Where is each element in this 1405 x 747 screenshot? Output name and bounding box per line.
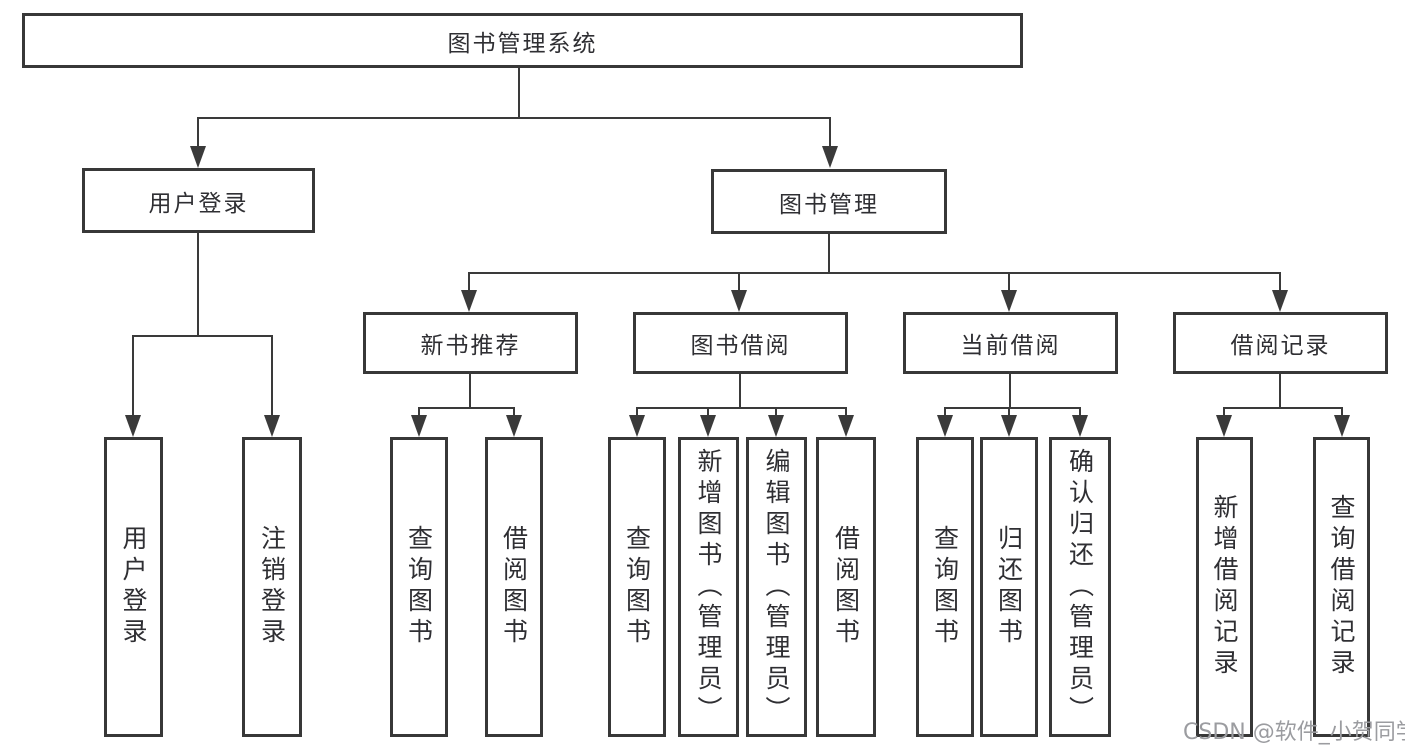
connector-root-splitter	[197, 117, 831, 119]
connector-userlogin-splitter	[132, 335, 273, 337]
arrow-down-icon	[629, 415, 645, 437]
connector-root-stem	[518, 68, 520, 118]
connector-leaf-drop	[636, 407, 638, 417]
leaf-user-login: 用户登录	[104, 437, 163, 737]
arrow-down-icon	[1216, 415, 1232, 437]
node-user-login: 用户登录	[82, 168, 315, 233]
connector-root-drop-right	[829, 117, 831, 147]
arrow-down-icon	[1072, 415, 1088, 437]
leaf-borrow-books-recommend-label: 借阅图书	[499, 525, 529, 649]
connector-current-splitter	[944, 407, 1081, 409]
connector-leaf-drop	[418, 407, 420, 417]
leaf-borrow-books-recommend: 借阅图书	[485, 437, 543, 737]
leaf-logout: 注销登录	[242, 437, 302, 737]
connector-recommend-splitter	[418, 407, 515, 409]
connector-userlogin-drop-2	[271, 335, 273, 416]
leaf-query-borrow-record-label: 查询借阅记录	[1327, 494, 1356, 680]
arrow-down-icon	[1272, 290, 1288, 312]
leaf-edit-book-admin: 编辑图书（管理员）	[746, 437, 807, 737]
leaf-add-borrow-record: 新增借阅记录	[1196, 437, 1253, 737]
connector-borrow-stem	[739, 374, 741, 408]
connector-bookmgmt-drop-4	[1279, 272, 1281, 291]
node-root: 图书管理系统	[22, 13, 1023, 68]
leaf-user-login-label: 用户登录	[119, 525, 148, 649]
connector-bookmgmt-drop-2	[738, 272, 740, 291]
arrow-down-icon	[731, 290, 747, 312]
leaf-query-borrow-record: 查询借阅记录	[1313, 437, 1370, 737]
node-borrow-records-label: 借阅记录	[1230, 333, 1331, 359]
leaf-add-borrow-record-label: 新增借阅记录	[1210, 494, 1239, 680]
connector-leaf-drop	[707, 407, 709, 417]
leaf-query-books-current: 查询图书	[916, 437, 974, 737]
arrow-down-icon	[1334, 415, 1350, 437]
leaf-query-books-borrow-label: 查询图书	[622, 525, 652, 649]
connector-bookmgmt-drop-3	[1008, 272, 1010, 291]
connector-current-stem	[1009, 374, 1011, 408]
arrow-down-icon	[700, 415, 716, 437]
leaf-confirm-return-admin-label: 确认归还（管理员）	[1065, 447, 1095, 727]
connector-root-drop-left	[197, 117, 199, 147]
connector-bookmgmt-splitter	[468, 272, 1281, 274]
connector-recommend-stem	[469, 374, 471, 408]
leaf-logout-label: 注销登录	[257, 525, 287, 649]
connector-userlogin-drop-1	[132, 335, 134, 416]
arrow-down-icon	[838, 415, 854, 437]
leaf-query-books-borrow: 查询图书	[608, 437, 666, 737]
node-current-borrow-label: 当前借阅	[960, 333, 1061, 359]
arrow-down-icon	[125, 415, 141, 437]
leaf-borrow-books-label: 借阅图书	[831, 525, 861, 649]
leaf-return-book-label: 归还图书	[994, 525, 1024, 649]
leaf-borrow-books: 借阅图书	[816, 437, 876, 737]
connector-userlogin-stem	[197, 232, 199, 336]
arrow-down-icon	[411, 415, 427, 437]
connector-leaf-drop	[1223, 407, 1225, 417]
connector-leaf-drop	[1008, 407, 1010, 417]
connector-leaf-drop	[1079, 407, 1081, 417]
leaf-edit-book-admin-label: 编辑图书（管理员）	[762, 447, 791, 727]
node-user-login-label: 用户登录	[148, 190, 249, 217]
arrow-down-icon	[506, 415, 522, 437]
leaf-add-book-admin-label: 新增图书（管理员）	[694, 447, 723, 727]
connector-leaf-drop	[944, 407, 946, 417]
connector-records-stem	[1279, 374, 1281, 408]
connector-leaf-drop	[1341, 407, 1343, 417]
connector-bookmgmt-stem	[828, 233, 830, 274]
node-book-management-label: 图书管理	[779, 191, 879, 218]
arrow-down-icon	[1001, 415, 1017, 437]
node-book-management: 图书管理	[711, 169, 947, 234]
arrow-down-icon	[264, 415, 280, 437]
leaf-query-books-recommend: 查询图书	[390, 437, 448, 737]
arrow-down-icon	[1001, 290, 1017, 312]
node-book-borrow: 图书借阅	[633, 312, 848, 374]
leaf-add-book-admin: 新增图书（管理员）	[678, 437, 739, 737]
leaf-return-book: 归还图书	[980, 437, 1038, 737]
leaf-query-books-recommend-label: 查询图书	[404, 525, 434, 649]
node-borrow-records: 借阅记录	[1173, 312, 1388, 374]
node-new-book-recommend-label: 新书推荐	[420, 333, 521, 359]
node-current-borrow: 当前借阅	[903, 312, 1118, 374]
leaf-confirm-return-admin: 确认归还（管理员）	[1049, 437, 1111, 737]
node-root-label: 图书管理系统	[447, 30, 598, 57]
node-book-borrow-label: 图书借阅	[690, 333, 791, 359]
leaf-query-books-current-label: 查询图书	[930, 525, 960, 649]
arrow-down-icon	[768, 415, 784, 437]
connector-records-splitter	[1223, 407, 1343, 409]
connector-leaf-drop	[845, 407, 847, 417]
arrow-down-icon	[190, 146, 206, 168]
connector-borrow-splitter	[636, 407, 847, 409]
arrow-down-icon	[822, 146, 838, 168]
arrow-down-icon	[937, 415, 953, 437]
connector-bookmgmt-drop-1	[468, 272, 470, 291]
csdn-watermark: CSDN @软件_小贺同学	[1183, 720, 1405, 745]
arrow-down-icon	[461, 290, 477, 312]
connector-leaf-drop	[513, 407, 515, 417]
connector-leaf-drop	[775, 407, 777, 417]
node-new-book-recommend: 新书推荐	[363, 312, 578, 374]
